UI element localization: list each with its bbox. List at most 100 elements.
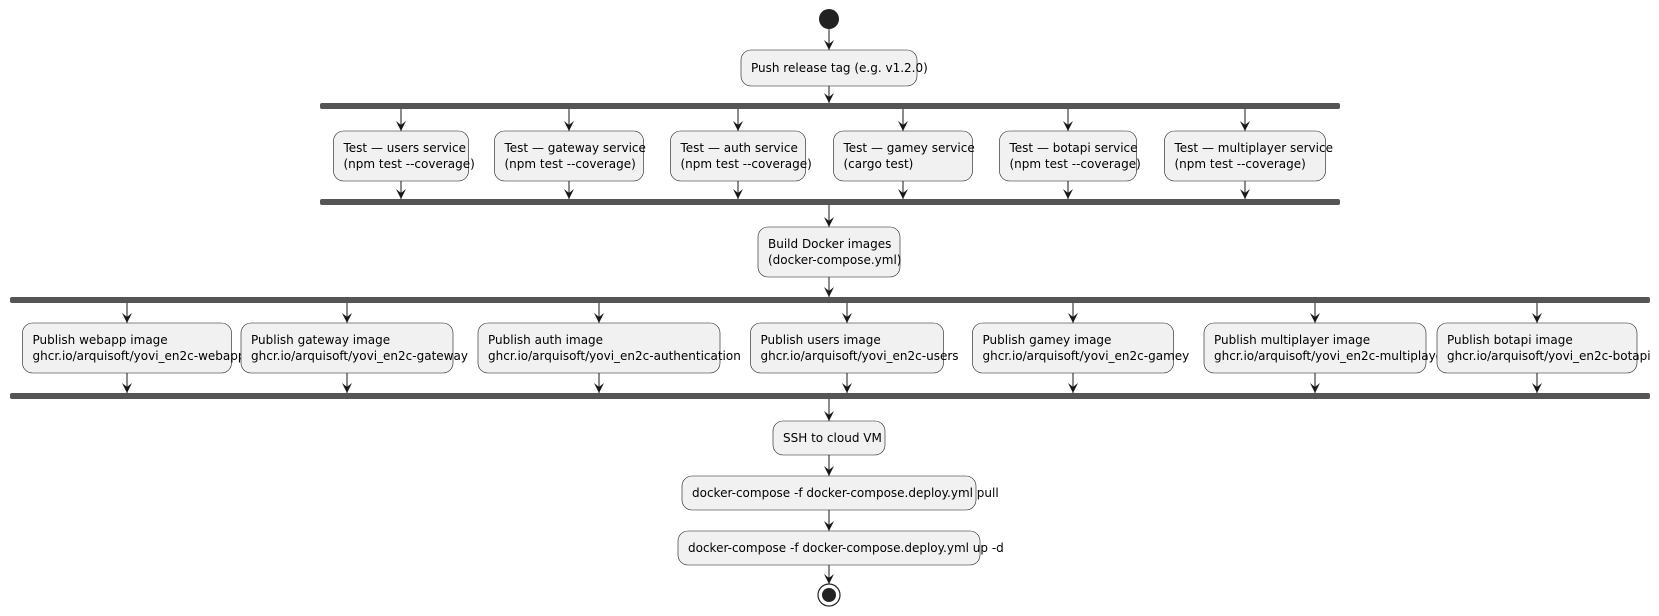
node-publish-6-label-1: Publish multiplayer image <box>1214 333 1370 347</box>
node-test-2-label-1: Test — gateway service <box>504 141 646 155</box>
fork-bar-tests <box>320 103 1340 109</box>
edge-join-build-arrowhead <box>824 217 834 227</box>
node-test-6-label-1: Test — multiplayer service <box>1174 141 1333 155</box>
node-test-1-box <box>333 130 469 182</box>
node-compose-pull: docker-compose -f docker-compose.deploy.… <box>681 475 999 511</box>
node-push-release-tag-label-1: Push release tag (e.g. v1.2.0) <box>751 61 928 75</box>
edge-fork-publish-3-arrowhead <box>594 313 604 323</box>
edge-fork-test-6-arrowhead <box>1240 121 1250 131</box>
node-ssh-cloud-vm-box <box>772 420 886 456</box>
node-publish-3: Publish auth image ghcr.io/arquisoft/yovi… <box>477 322 741 374</box>
edge-publish-join-3-arrowhead <box>594 383 604 393</box>
node-test-5-box <box>999 130 1137 182</box>
node-test-5-label-2: (npm test --coverage) <box>1010 157 1141 171</box>
node-test-3: Test — auth service(npm test --coverage) <box>670 130 812 182</box>
node-publish-2: Publish gateway image ghcr.io/arquisoft/y… <box>240 322 468 374</box>
fork-join-bars <box>10 103 1650 399</box>
node-compose-pull-label-1: docker-compose -f docker-compose.deploy.… <box>692 486 999 500</box>
node-publish-5-label-1: Publish gamey image <box>983 333 1112 347</box>
edge-fork-test-2-arrowhead <box>564 121 574 131</box>
node-publish-4-label-1: Publish users image <box>761 333 881 347</box>
node-test-5-label-1: Test — botapi service <box>1009 141 1138 155</box>
edge-test-join-1-arrowhead <box>396 189 406 199</box>
edge-fork-test-4-arrowhead <box>898 121 908 131</box>
node-test-2-label-2: (npm test --coverage) <box>505 157 636 171</box>
node-publish-2-label-1: Publish gateway image <box>251 333 390 347</box>
node-test-3-box <box>670 130 806 182</box>
end-node <box>817 583 841 607</box>
node-test-1-label-2: (npm test --coverage) <box>344 157 475 171</box>
fork-bar-publish <box>10 297 1650 303</box>
edge-fork-publish-4-arrowhead <box>842 313 852 323</box>
node-publish-7-label-2: ghcr.io/arquisoft/yovi_en2c-botapi <box>1447 349 1651 363</box>
node-publish-5-label-2: ghcr.io/arquisoft/yovi_en2c-gamey <box>983 349 1190 363</box>
node-build-docker-images-label-2: (docker-compose.yml) <box>768 253 901 267</box>
edge-to-node-ssh-cloud-vm-arrowhead <box>824 411 834 421</box>
node-test-4-label-2: (cargo test) <box>844 157 914 171</box>
join-bar-publish <box>10 393 1650 399</box>
node-test-6-label-2: (npm test --coverage) <box>1175 157 1306 171</box>
node-publish-3-label-1: Publish auth image <box>488 333 603 347</box>
edge-test-join-4-arrowhead <box>898 189 908 199</box>
edge-publish-join-7-arrowhead <box>1532 383 1542 393</box>
node-publish-7-label-1: Publish botapi image <box>1447 333 1573 347</box>
edge-to-node-compose-pull-arrowhead <box>824 466 834 476</box>
node-push-release-tag-box <box>740 49 918 87</box>
node-test-4-box <box>833 130 973 182</box>
edge-publish-join-5-arrowhead <box>1068 383 1078 393</box>
edge-to-node-compose-up-arrowhead <box>824 521 834 531</box>
edge-fork-publish-2-arrowhead <box>342 313 352 323</box>
node-test-2: Test — gateway service (npm test --covera… <box>494 130 646 182</box>
edge-fork-publish-7-arrowhead <box>1532 313 1542 323</box>
node-publish-4: Publish users image ghcr.io/arquisoft/yov… <box>750 322 959 374</box>
edge-fork-publish-5-arrowhead <box>1068 313 1078 323</box>
edge-publish-join-4-arrowhead <box>842 383 852 393</box>
edge-publish-join-6-arrowhead <box>1310 383 1320 393</box>
edge-to-end-arrowhead <box>824 574 834 584</box>
edge-publish-join-2-arrowhead <box>342 383 352 393</box>
node-test-6-box <box>1164 130 1326 182</box>
node-publish-2-label-2: ghcr.io/arquisoft/yovi_en2c-gateway <box>251 349 468 363</box>
node-test-3-label-1: Test — auth service <box>680 141 798 155</box>
node-ssh-cloud-vm-label-1: SSH to cloud VM <box>783 431 882 445</box>
node-build-docker-images: Build Docker images (docker-compose.yml) <box>757 226 901 278</box>
node-test-4-label-1: Test — gamey service <box>843 141 975 155</box>
edge-test-join-2-arrowhead <box>564 189 574 199</box>
node-publish-3-label-2: ghcr.io/arquisoft/yovi_en2c-authenticati… <box>488 349 741 363</box>
node-publish-7: Publish botapi image ghcr.io/arquisoft/yo… <box>1436 322 1651 374</box>
activity-nodes: Push release tag (e.g. v1.2.0) Test — use… <box>22 49 1651 566</box>
node-publish-2-box <box>240 322 454 374</box>
node-publish-6: Publish multiplayer imageghcr.io/arquiso… <box>1203 322 1448 374</box>
node-compose-up: docker-compose -f docker-compose.deploy.… <box>677 530 1004 566</box>
edge-fork-publish-6-arrowhead <box>1310 313 1320 323</box>
edge-test-join-6-arrowhead <box>1240 189 1250 199</box>
node-test-4: Test — gamey service (cargo test) <box>833 130 975 182</box>
edge-test-join-5-arrowhead <box>1063 189 1073 199</box>
node-publish-4-label-2: ghcr.io/arquisoft/yovi_en2c-users <box>761 349 959 363</box>
node-publish-5-box <box>972 322 1174 374</box>
edge-build-fork-arrowhead <box>824 287 834 297</box>
node-publish-6-box <box>1203 322 1427 374</box>
node-test-6: Test — multiplayer service (npm test --co… <box>1164 130 1333 182</box>
edge-test-join-3-arrowhead <box>733 189 743 199</box>
edge-fork-test-1-arrowhead <box>396 121 406 131</box>
node-build-docker-images-label-1: Build Docker images <box>768 237 891 251</box>
node-publish-1: Publish webapp imageghcr.io/arquisoft/yo… <box>22 322 246 374</box>
edge-fork-publish-1-arrowhead <box>122 313 132 323</box>
node-test-1: Test — users service(npm test --coverage… <box>333 130 475 182</box>
edge-fork-test-3-arrowhead <box>733 121 743 131</box>
node-publish-3-box <box>477 322 721 374</box>
node-compose-up-label-1: docker-compose -f docker-compose.deploy.… <box>688 541 1004 555</box>
node-publish-1-box <box>22 322 232 374</box>
node-test-5: Test — botapi service (npm test --coverag… <box>999 130 1141 182</box>
node-publish-1-label-2: ghcr.io/arquisoft/yovi_en2c-webapp <box>33 349 246 363</box>
node-test-2-box <box>494 130 644 182</box>
start-node <box>819 9 839 29</box>
node-compose-up-box <box>677 530 981 566</box>
node-publish-4-box <box>750 322 944 374</box>
node-ssh-cloud-vm: SSH to cloud VM <box>772 420 886 456</box>
edge-fork-test-5-arrowhead <box>1063 121 1073 131</box>
edges <box>122 29 1542 584</box>
node-publish-5: Publish gamey image ghcr.io/arquisoft/yov… <box>972 322 1190 374</box>
edge-release-fork-arrowhead <box>824 93 834 103</box>
